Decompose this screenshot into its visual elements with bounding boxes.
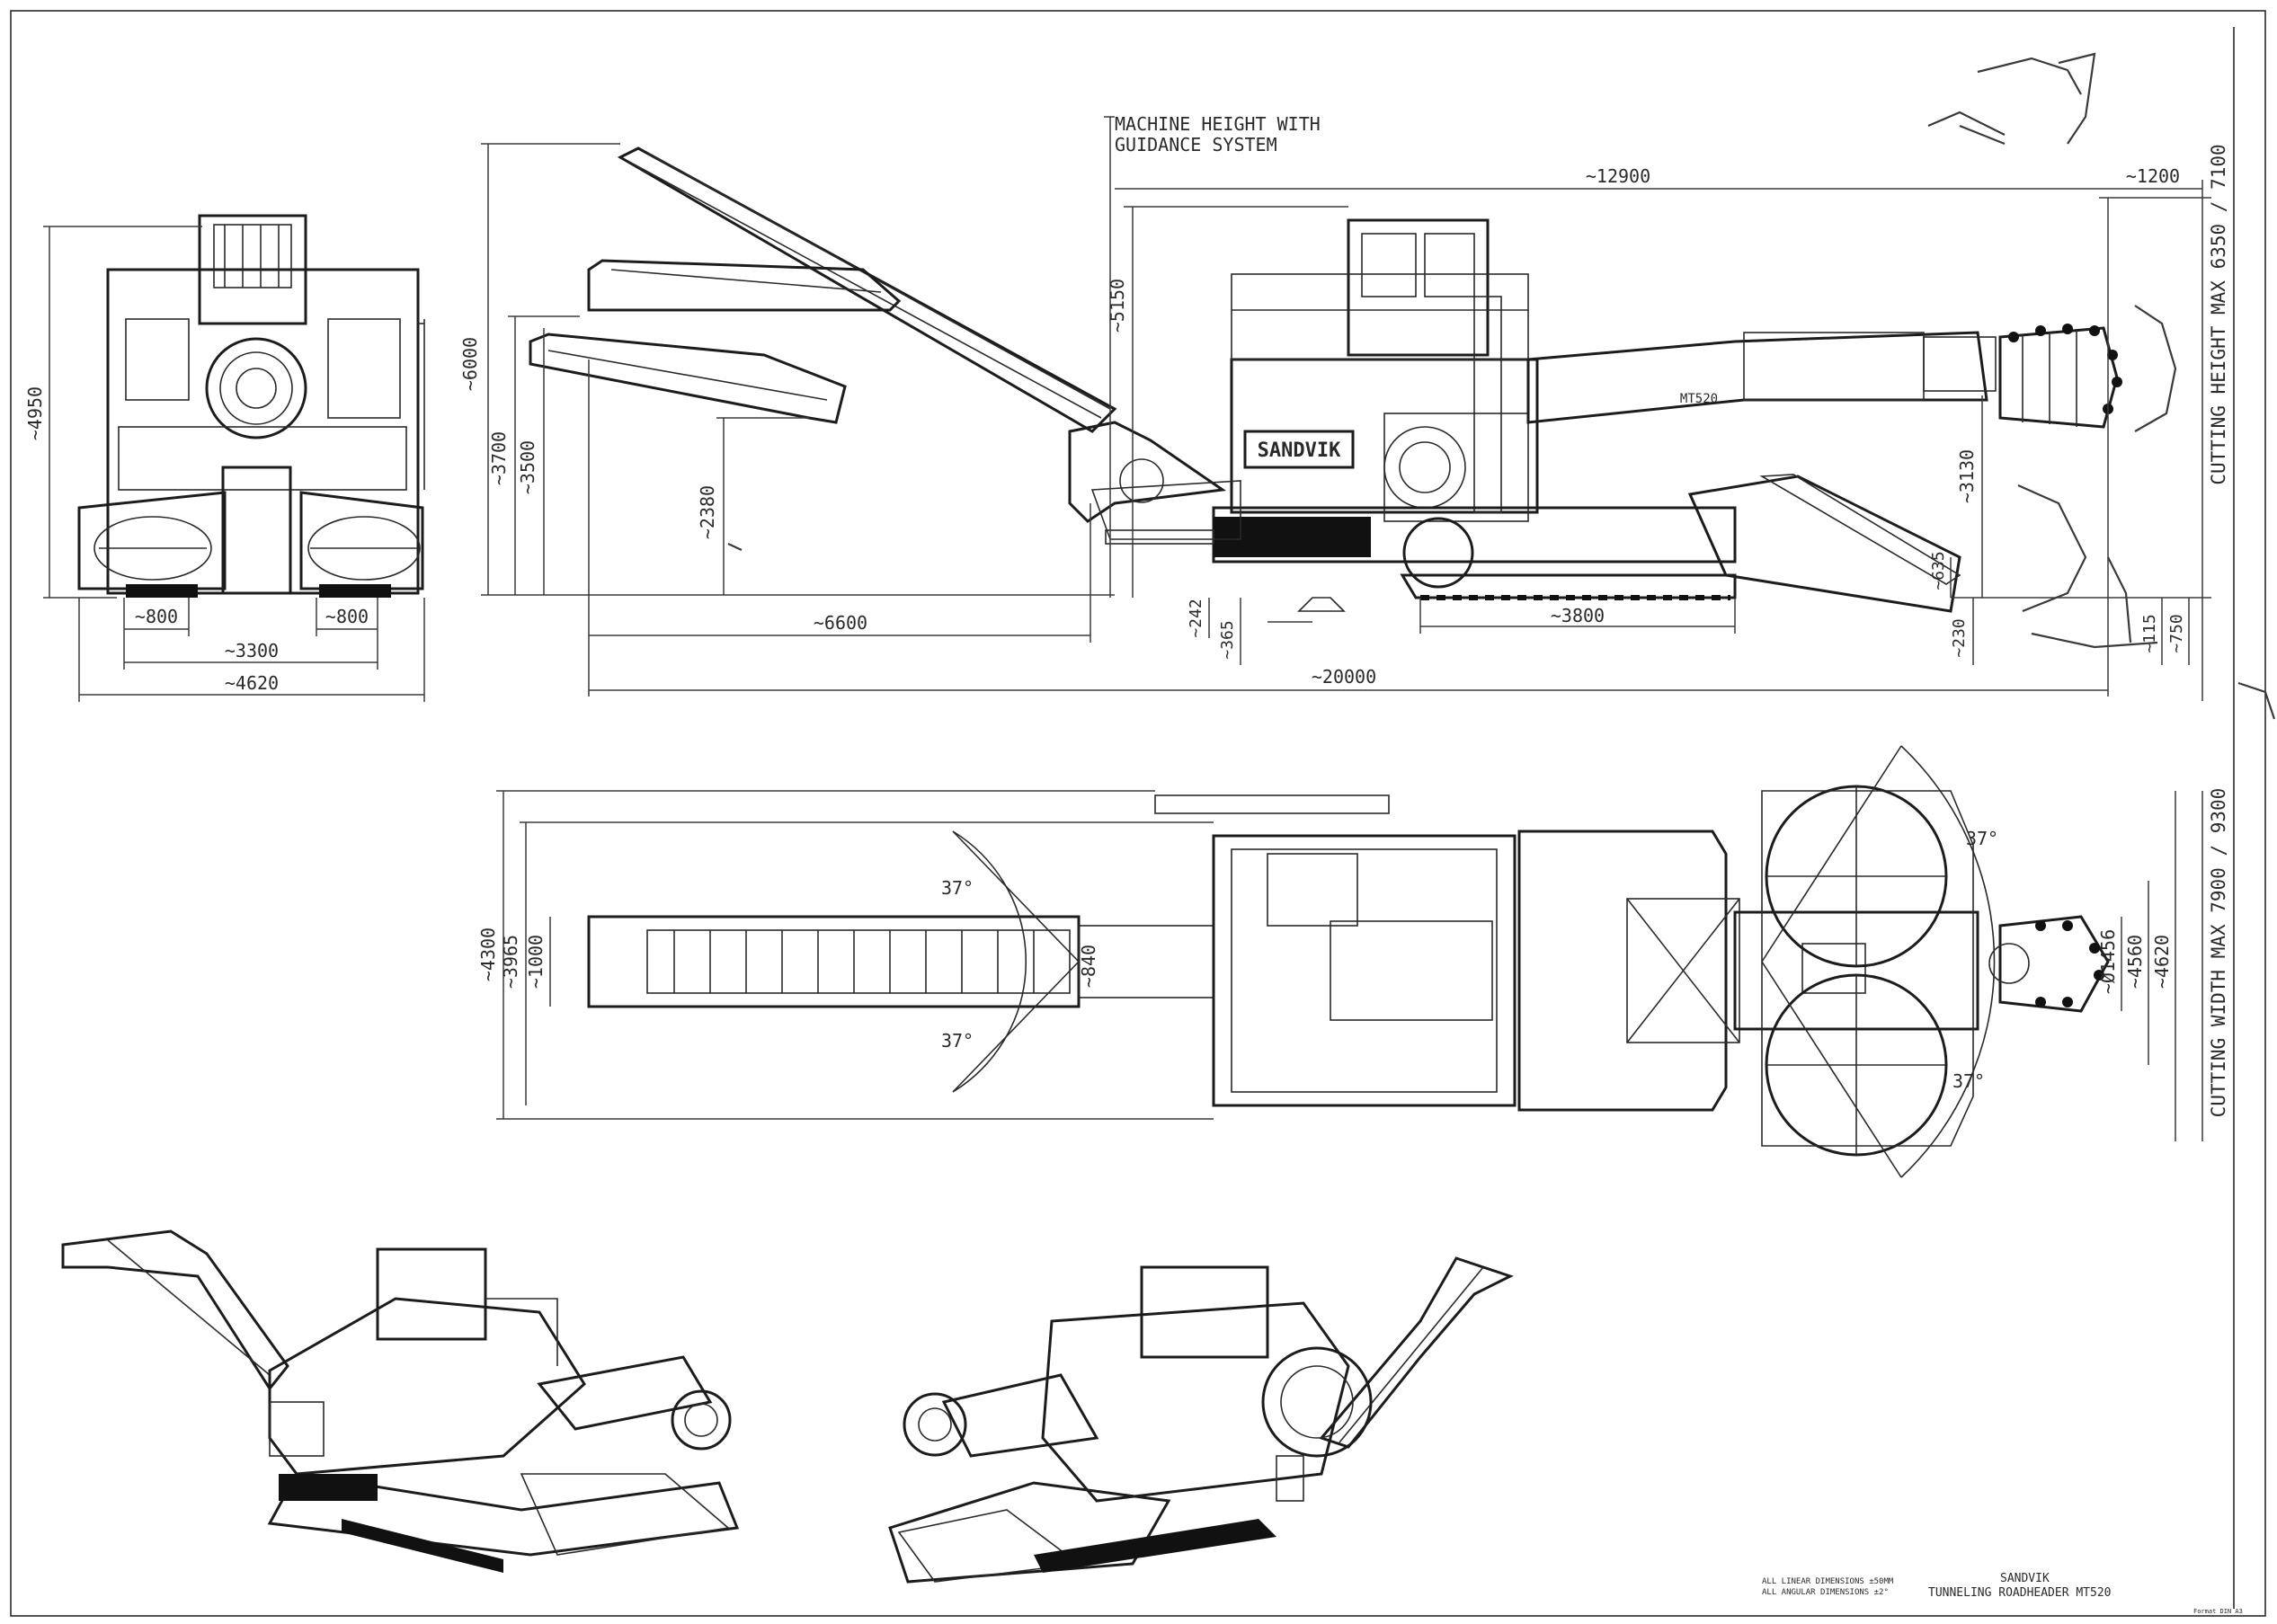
top-view-dimensions: ~4300 ~3965 ~1000 ~840 37° 37° 37° 37° ~… [477,788,2229,1141]
dim-4950: ~4950 [24,386,46,440]
angle-conveyor-top: 37° [941,877,974,899]
angle-cutter-bottom: 37° [1952,1070,1985,1092]
dim-3300: ~3300 [225,640,279,661]
dim-12900: ~12900 [1586,165,1650,187]
side-view: SANDVIK [529,146,2122,613]
title-block: ALL LINEAR DIMENSIONS ±50MM ALL ANGULAR … [1762,1572,2243,1615]
dim-800-right: ~800 [325,606,369,627]
dim-4620-top: ~4620 [2151,935,2173,989]
disc-iso [1261,1346,1373,1458]
gathering-apron [1687,475,1961,613]
angle-conveyor-bottom: 37° [941,1030,974,1052]
tolerance-angular: ALL ANGULAR DIMENSIONS ±2° [1762,1588,1889,1597]
cutter-boom [1526,331,1988,424]
operator-cab [1347,218,1490,357]
conveyor-top [587,915,1214,1008]
dim-242: ~242 [1187,599,1205,637]
note-guidance-line1: MACHINE HEIGHT WITH [1115,113,1321,135]
dim-20000: ~20000 [1312,666,1376,688]
dim-635: ~635 [1929,551,1948,590]
dim-1200: ~1200 [2126,165,2180,187]
side-model-label: MT520 [1680,392,1718,406]
front-view [77,214,425,598]
dim-800-left: ~800 [135,606,178,627]
dim-365: ~365 [1218,620,1237,659]
dim-1456: ~Ø1456 [2097,929,2119,994]
side-brand-plate: SANDVIK [1258,439,1341,462]
front-view-dimensions: ~4950 ~800 ~800 ~3300 ~4620 [24,226,425,702]
dim-4560: ~4560 [2124,935,2146,989]
dim-840: ~840 [1078,945,1099,988]
pen-sketch-strokes [727,52,2276,720]
dim-3965: ~3965 [500,935,521,989]
angle-cutter-top: 37° [1966,828,1998,849]
dim-6000: ~6000 [459,337,481,391]
note-guidance-line2: GUIDANCE SYSTEM [1115,134,1277,155]
sheet-border [10,10,2266,1617]
dim-3500: ~3500 [517,440,538,494]
dim-3130: ~3130 [1956,449,1978,503]
isometric-view-right [888,1256,1514,1584]
dim-3800: ~3800 [1551,605,1605,626]
isometric-view-left [61,1229,740,1573]
cutter-head-top [1998,915,2110,1013]
dim-230: ~230 [1950,618,1969,657]
chassis-top [1212,834,1517,1107]
dim-115: ~115 [2140,614,2159,652]
company-name: SANDVIK [2000,1572,2050,1585]
top-view [587,745,2110,1178]
cutter-head-side [1998,324,2122,429]
tolerance-linear: ALL LINEAR DIMENSIONS ±50MM [1762,1577,1894,1586]
conveyor-positions [529,146,1227,523]
dim-2380: ~2380 [697,485,718,539]
side-view-dimensions: ~6000 ~3700 ~3500 ~2380 ~6600 ~20000 ~38… [459,113,2229,701]
dim-4300: ~4300 [477,927,499,981]
drawing-title: TUNNELING ROADHEADER MT520 [1928,1586,2112,1600]
cutting-height-label: CUTTING HEIGHT MAX 6350 / 7100 [2208,144,2229,484]
dim-750: ~750 [2167,614,2186,652]
sheet-format: Format DIN A3 [2193,1608,2243,1615]
dim-1000: ~1000 [525,935,547,989]
dim-4620-front: ~4620 [225,672,279,694]
dim-5150: ~5150 [1107,279,1128,333]
cutting-width-label: CUTTING WIDTH MAX 7900 / 9300 [2208,788,2229,1118]
dim-6600: ~6600 [814,612,867,634]
cutter-head-front [205,337,307,439]
dim-3700: ~3700 [488,431,510,485]
